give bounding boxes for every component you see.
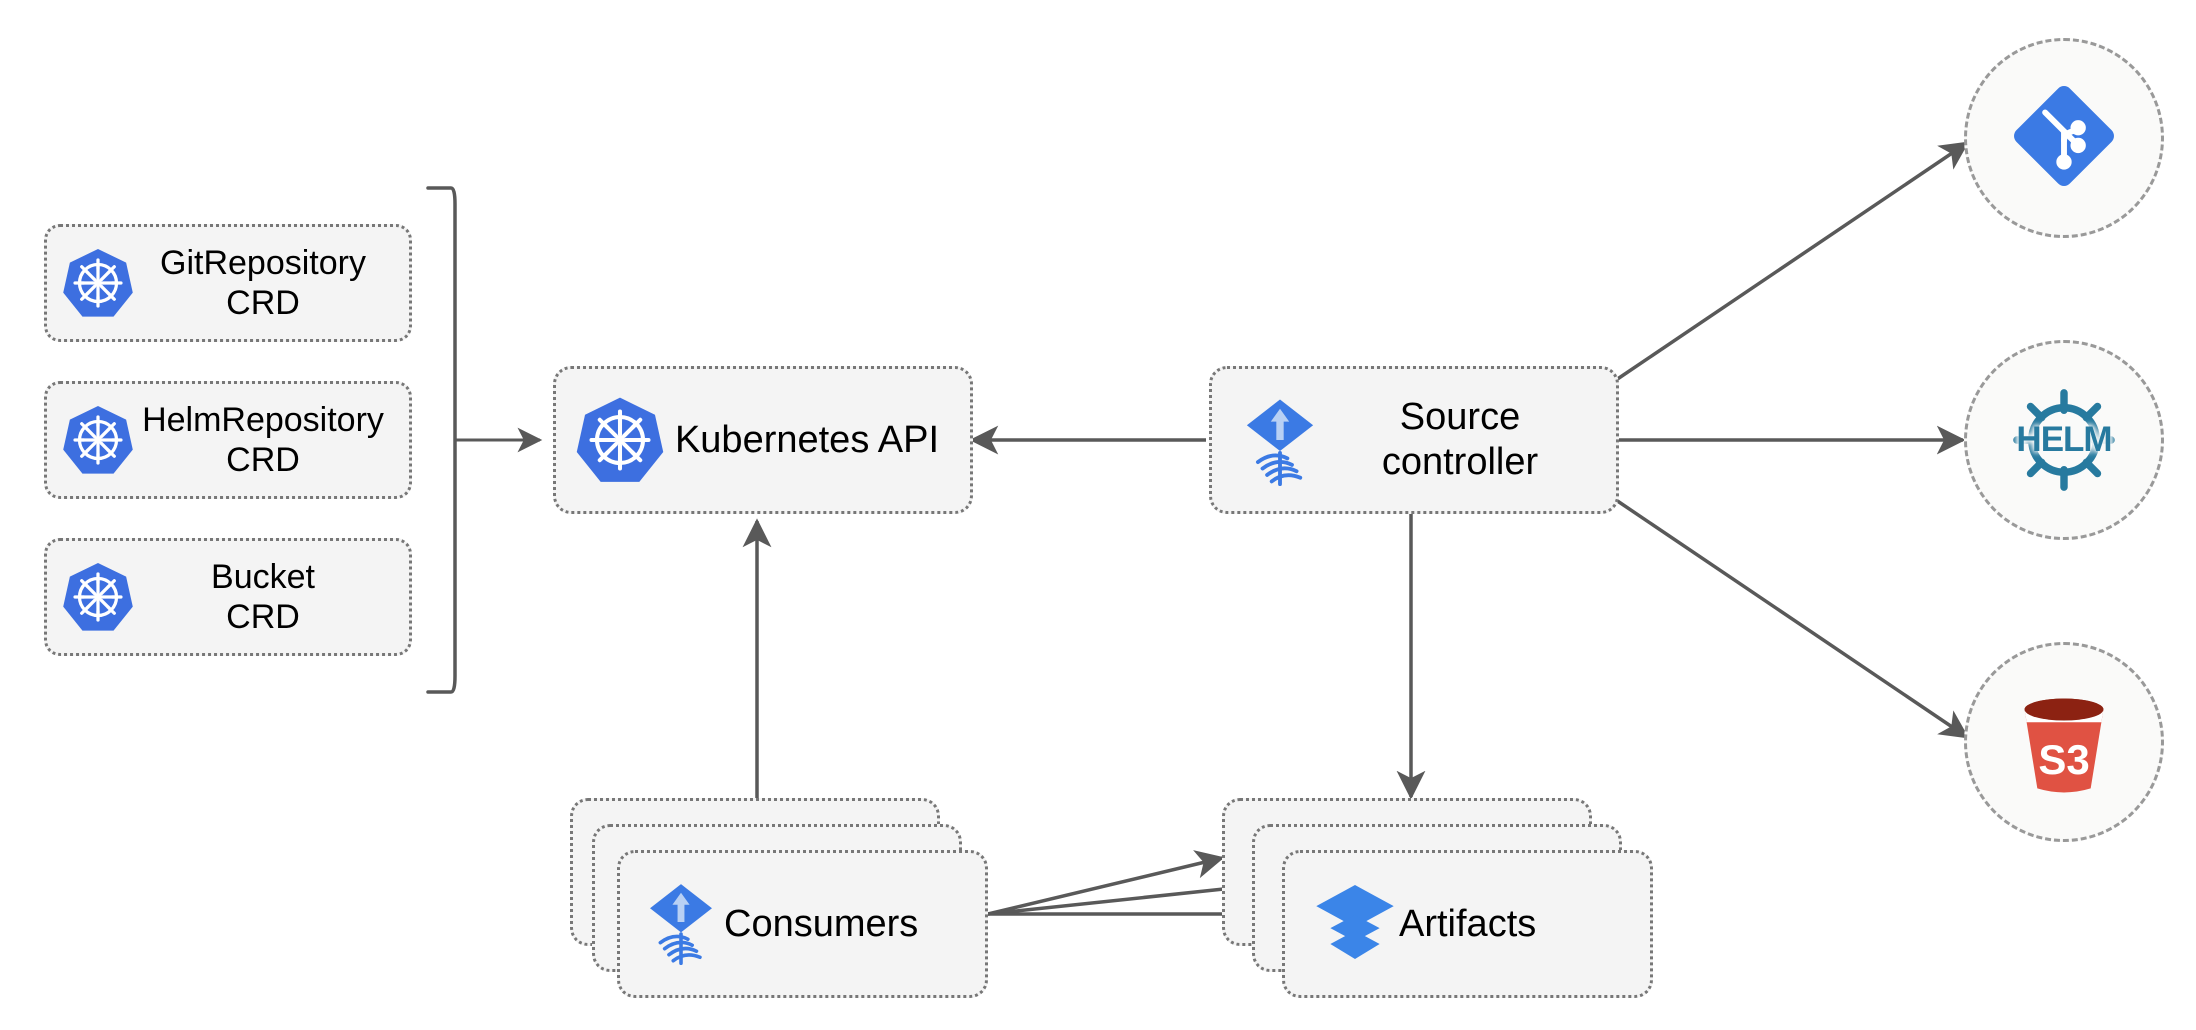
artifacts-card-front[interactable]: Artifacts	[1282, 850, 1653, 998]
crd-label-helmrepository: HelmRepository CRD	[142, 400, 384, 479]
flux-icon	[1234, 394, 1326, 486]
artifacts-stack[interactable]: Artifacts	[1222, 798, 1653, 998]
crd-card-bucket[interactable]: Bucket CRD	[44, 538, 412, 656]
crd-card-helmrepository[interactable]: HelmRepository CRD	[44, 381, 412, 499]
source-controller-node[interactable]: Source controller	[1209, 366, 1619, 514]
edge-source-controller-to-git	[1615, 141, 1970, 382]
edge-consumers-to-artifacts-back	[987, 850, 1225, 916]
git-icon	[2005, 77, 2123, 200]
s3-wordmark: S3	[2038, 736, 2090, 783]
layers-icon	[1311, 878, 1399, 971]
consumers-card-front[interactable]: Consumers	[617, 850, 988, 998]
crd-label-bucket: Bucket CRD	[211, 557, 315, 636]
kubernetes-api-label: Kubernetes API	[674, 418, 940, 461]
endpoint-git[interactable]	[1964, 38, 2164, 238]
kubernetes-api-node[interactable]: Kubernetes API	[553, 366, 973, 514]
helm-icon: HELM	[2002, 378, 2126, 502]
crd-label-gitrepository: GitRepository CRD	[160, 243, 366, 322]
source-controller-label: Source controller	[1381, 396, 1539, 483]
helm-wordmark: HELM	[2016, 420, 2112, 459]
artifacts-label: Artifacts	[1399, 902, 1537, 945]
edge-source-controller-to-s3	[1615, 498, 1970, 739]
kubernetes-icon	[574, 394, 666, 486]
consumers-label: Consumers	[724, 902, 919, 945]
consumers-stack[interactable]: Consumers	[570, 798, 990, 998]
crd-card-gitrepository[interactable]: GitRepository CRD	[44, 224, 412, 342]
kubernetes-icon	[61, 403, 135, 477]
kubernetes-icon	[61, 246, 135, 320]
kubernetes-icon	[61, 560, 135, 634]
endpoint-helm[interactable]: HELM	[1964, 340, 2164, 540]
endpoint-s3[interactable]: S3	[1964, 642, 2164, 842]
flux-icon	[638, 879, 724, 970]
edge-consumers-to-artifacts-mid	[987, 874, 1255, 916]
s3-bucket-icon: S3	[2006, 684, 2122, 800]
